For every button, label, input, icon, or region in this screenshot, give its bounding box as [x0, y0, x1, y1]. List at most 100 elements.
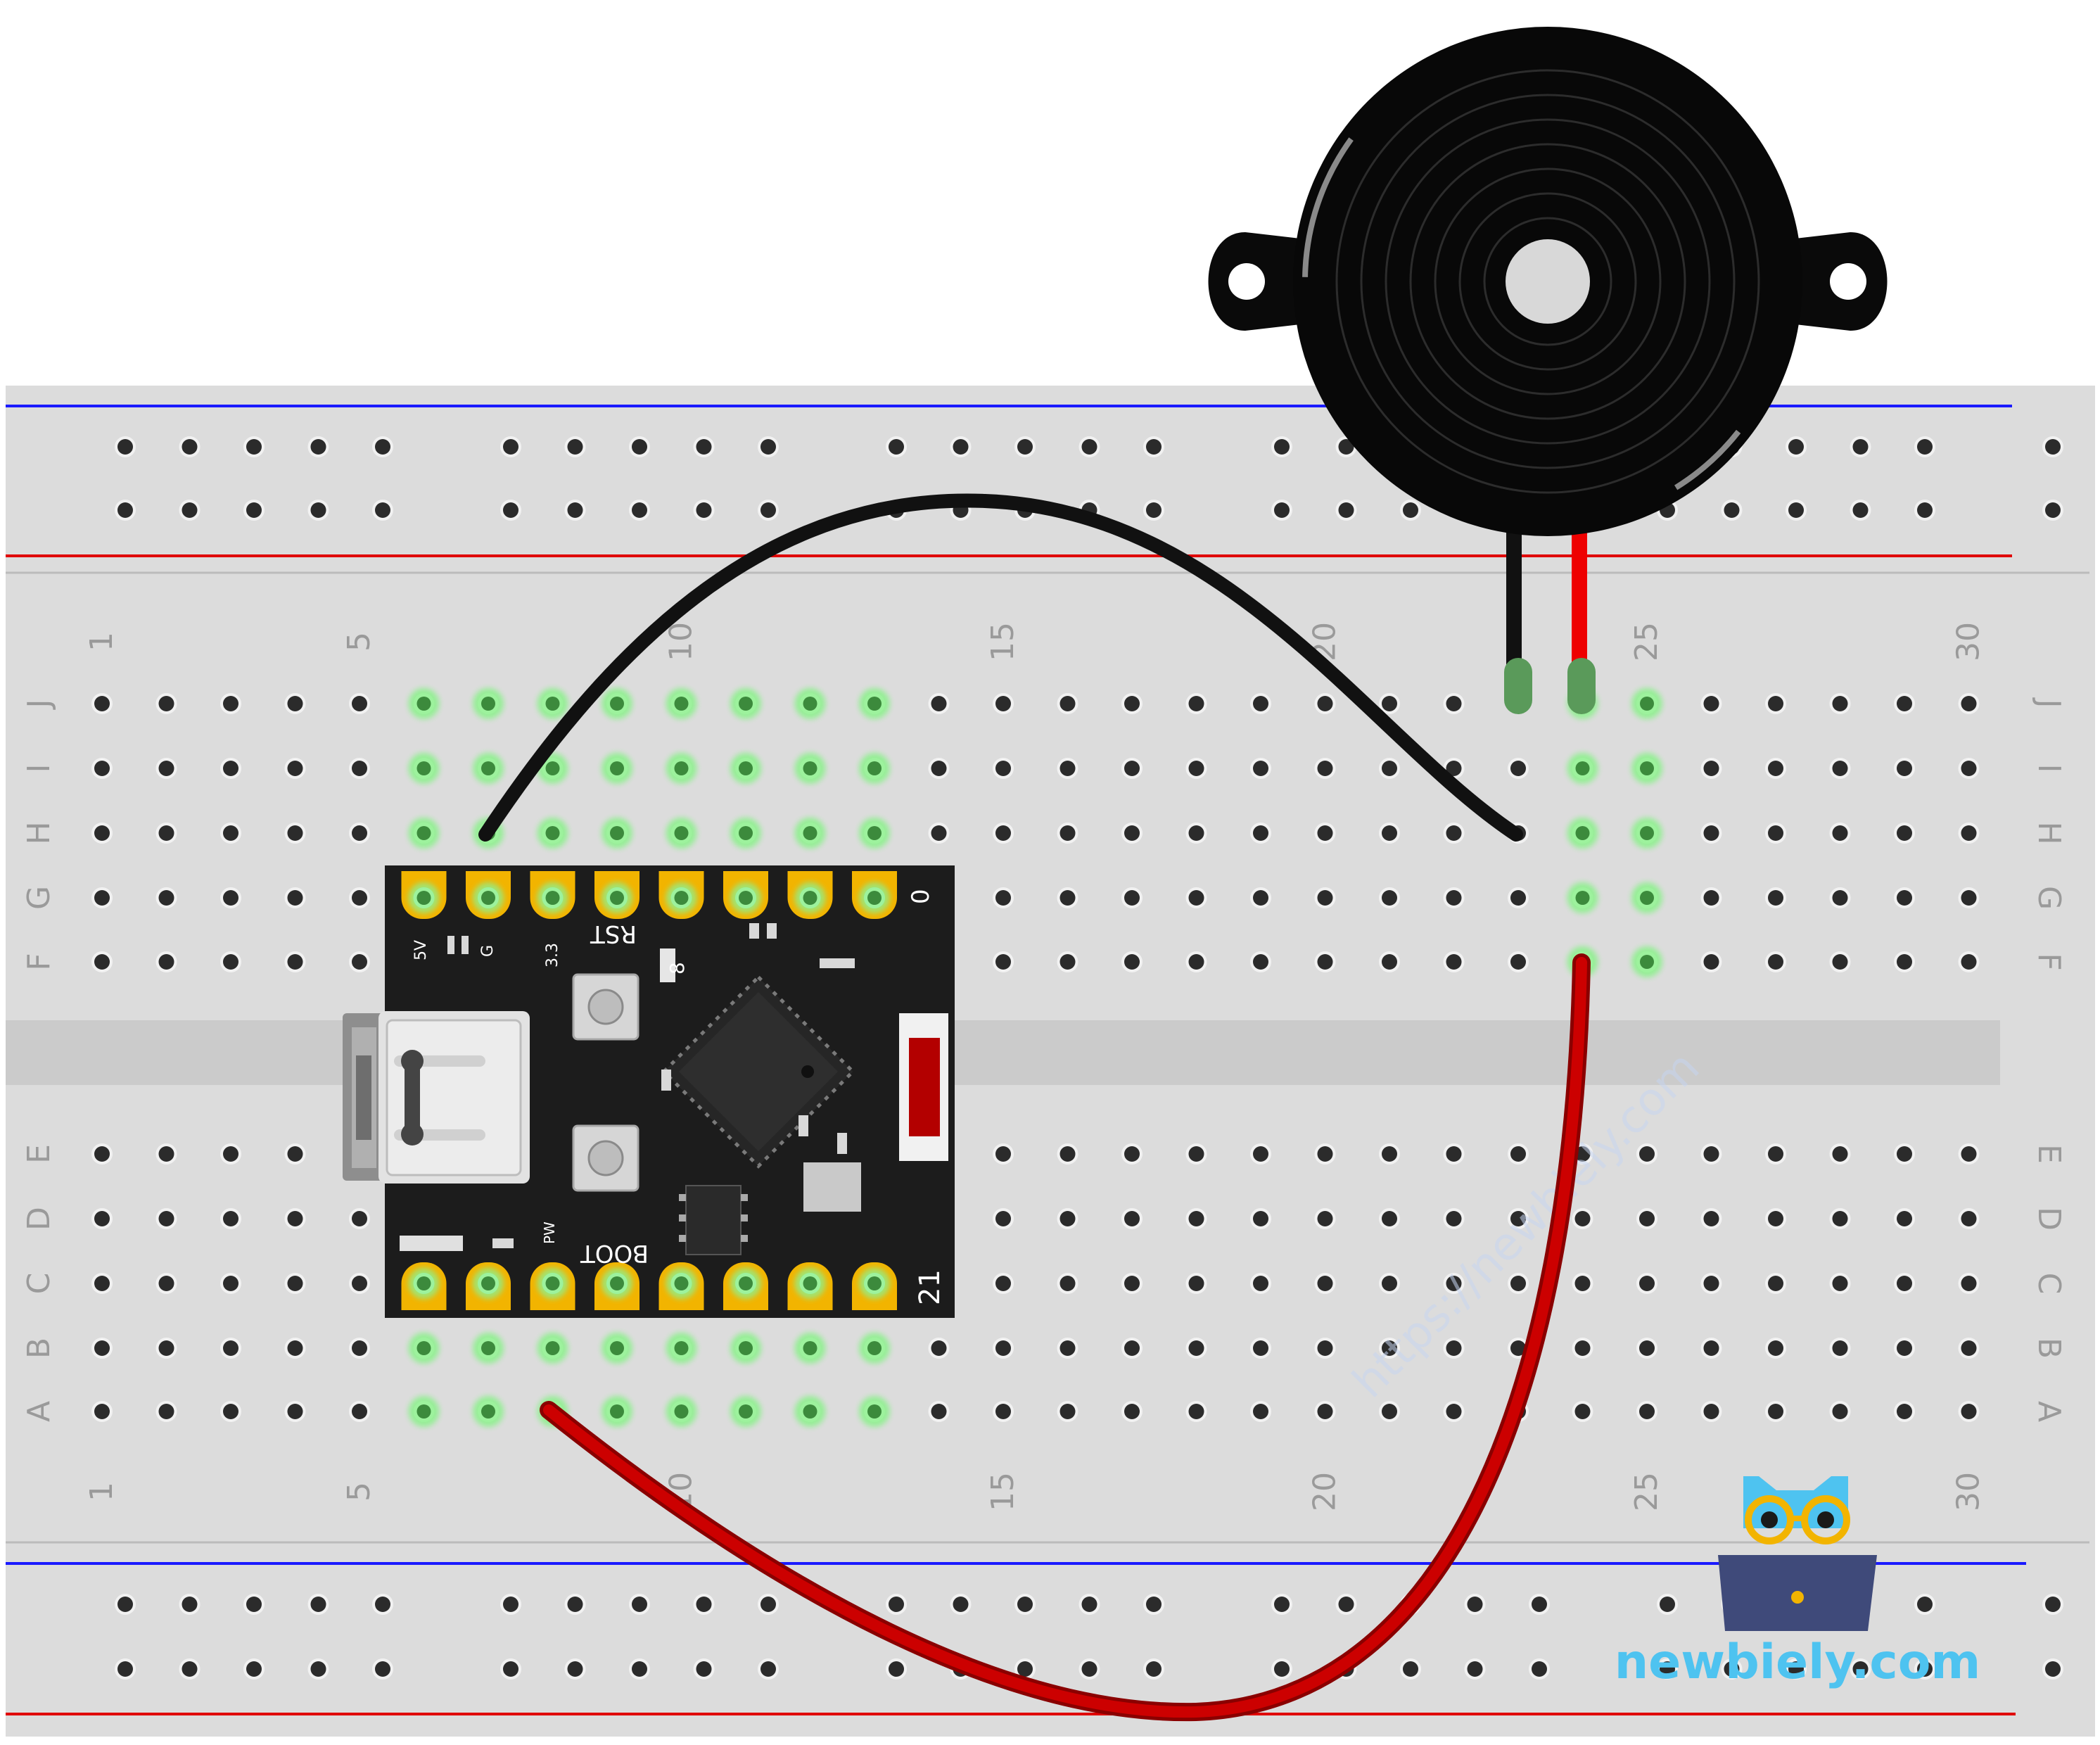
- breadboard-hole: [666, 818, 697, 849]
- breadboard-hole: [284, 887, 306, 908]
- breadboard-hole: [1379, 887, 1400, 908]
- breadboard-hole: [602, 1333, 632, 1364]
- label-0: 0: [907, 889, 935, 904]
- breadboard-hole: [1567, 753, 1598, 784]
- rail-hole: [1335, 500, 1357, 521]
- breadboard-hole: [349, 1338, 370, 1359]
- rail-hole: [1786, 436, 1807, 457]
- rail-hole: [950, 436, 972, 457]
- breadboard-hole: [284, 823, 306, 844]
- resistor-3: [820, 958, 855, 968]
- breadboard-hole: [1700, 1208, 1722, 1229]
- breadboard-hole: [1700, 1338, 1722, 1359]
- rail-hole: [1657, 1594, 1678, 1615]
- breadboard-hole: [1765, 1338, 1786, 1359]
- rail-hole: [886, 1658, 907, 1680]
- row-letter: E: [21, 1144, 57, 1164]
- breadboard-hole: [1631, 882, 1662, 913]
- column-number: 30: [1951, 622, 1987, 661]
- breadboard-hole: [1700, 693, 1722, 714]
- breadboard-hole: [1443, 1143, 1465, 1165]
- rail-hole: [243, 1658, 265, 1680]
- label-5v: 5V: [412, 940, 430, 960]
- breadboard-hole: [1829, 1338, 1851, 1359]
- breadboard-hole: [1250, 823, 1271, 844]
- rail-hole: [564, 436, 586, 457]
- breadboard-hole: [602, 1396, 632, 1427]
- breadboard-hole: [1250, 1208, 1271, 1229]
- rail-hole: [2042, 436, 2063, 457]
- breadboard-hole: [220, 823, 241, 844]
- rail-hole: [1014, 1594, 1036, 1615]
- breadboard-hole: [1958, 758, 1980, 779]
- breadboard-hole: [1958, 1338, 1980, 1359]
- breadboard-hole: [155, 1338, 177, 1359]
- breadboard-hole: [1314, 1273, 1336, 1294]
- breadboard-hole: [1250, 758, 1271, 779]
- breadboard-hole: [993, 693, 1014, 714]
- breadboard-hole: [473, 1333, 504, 1364]
- breadboard-hole: [1572, 1401, 1593, 1422]
- breadboard-hole: [349, 693, 370, 714]
- breadboard-hole: [993, 823, 1014, 844]
- header-pin: [401, 871, 447, 919]
- breadboard-hole: [1508, 1273, 1529, 1294]
- breadboard-hole: [1057, 1401, 1078, 1422]
- breadboard-hole: [1958, 1208, 1980, 1229]
- breadboard-hole: [928, 758, 950, 779]
- rail-hole: [1850, 436, 1871, 457]
- breadboard-hole: [1572, 1208, 1593, 1229]
- rail-hole: [1400, 1658, 1421, 1680]
- resistor-10: [462, 936, 469, 954]
- breadboard-hole: [730, 1396, 761, 1427]
- breadboard-hole: [1057, 693, 1078, 714]
- rail-hole: [307, 1594, 329, 1615]
- breadboard-hole: [537, 818, 568, 849]
- resistor-5: [837, 1133, 847, 1154]
- breadboard-hole: [1121, 1338, 1143, 1359]
- rail-hole: [500, 1594, 521, 1615]
- rail-hole: [629, 500, 650, 521]
- rail-hole: [564, 500, 586, 521]
- buzzer-center-hole: [1506, 239, 1590, 324]
- rail-hole: [372, 500, 393, 521]
- column-number: 1: [84, 1482, 120, 1502]
- breadboard-hole: [1185, 758, 1207, 779]
- rail-hole: [1914, 1594, 1935, 1615]
- breadboard-hole: [1314, 823, 1336, 844]
- rail-hole: [2042, 500, 2063, 521]
- row-letter: G: [21, 886, 57, 910]
- breadboard-hole: [284, 758, 306, 779]
- resistor-1: [492, 1238, 514, 1248]
- rail-hole: [1143, 1594, 1164, 1615]
- rail-hole: [1850, 1658, 1871, 1680]
- breadboard-hole: [1636, 1401, 1657, 1422]
- breadboard-hole: [220, 1401, 241, 1422]
- label-21: 21: [914, 1269, 946, 1305]
- rail-hole: [115, 1658, 136, 1680]
- row-letter: D: [2031, 1207, 2067, 1231]
- breadboard-hole: [1894, 951, 1915, 972]
- breadboard-hole: [1567, 818, 1598, 849]
- rail-hole: [307, 500, 329, 521]
- header-pin: [723, 1262, 768, 1310]
- breadboard-hole: [155, 951, 177, 972]
- rail-hole: [1271, 1658, 1292, 1680]
- column-number: 15: [985, 622, 1021, 661]
- breadboard-hole: [730, 688, 761, 719]
- breadboard-hole: [1829, 951, 1851, 972]
- breadboard-hole: [1894, 1208, 1915, 1229]
- antenna: [899, 1013, 948, 1161]
- breadboard-hole: [1314, 1143, 1336, 1165]
- breadboard-hole: [666, 688, 697, 719]
- rail-hole: [1464, 1594, 1486, 1615]
- column-number: 5: [341, 632, 377, 652]
- breadboard-hole: [1121, 887, 1143, 908]
- rail-hole: [307, 436, 329, 457]
- breadboard-hole: [1057, 758, 1078, 779]
- buzzer-positive-tip: [1567, 658, 1596, 714]
- breadboard-hole: [220, 887, 241, 908]
- rail-hole: [243, 1594, 265, 1615]
- breadboard-hole: [1314, 758, 1336, 779]
- black-wire-gnd: [478, 493, 1523, 842]
